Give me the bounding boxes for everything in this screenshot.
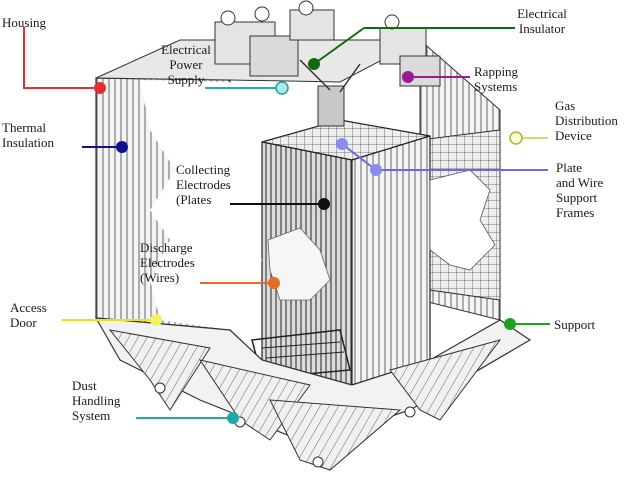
leaders bbox=[23, 27, 550, 424]
label-thermal-insulation: Thermal Insulation bbox=[2, 120, 54, 150]
leader-insulator bbox=[313, 27, 365, 65]
marker-rapping bbox=[402, 71, 414, 83]
marker-support bbox=[504, 318, 516, 330]
label-housing: Housing bbox=[2, 15, 47, 30]
marker-discharge bbox=[268, 277, 280, 289]
label-access-door: Access Door bbox=[10, 300, 47, 330]
marker-gas bbox=[509, 131, 523, 145]
marker-thermal bbox=[116, 141, 128, 153]
hoppers bbox=[94, 317, 532, 471]
label-gas-distribution-device: Gas Distribution Device bbox=[555, 98, 618, 143]
label-collecting-electrodes: Collecting Electrodes (Plates bbox=[176, 162, 231, 207]
label-rapping-systems: Rapping Systems bbox=[474, 64, 519, 94]
cutaway bbox=[140, 80, 496, 330]
label-plate-and-wire-support-frames: Plate and Wire Support Frames bbox=[556, 160, 604, 220]
marker-support-frames-b bbox=[370, 164, 382, 176]
label-electrical-power-supply: Electrical Power Supply bbox=[161, 42, 211, 87]
marker-access-door bbox=[150, 314, 162, 326]
label-electrical-insulator: Electrical Insulator bbox=[517, 6, 567, 36]
label-support: Support bbox=[554, 317, 596, 332]
marker-collecting bbox=[318, 198, 330, 210]
marker-insulator bbox=[308, 58, 320, 70]
marker-power-supply bbox=[275, 81, 289, 95]
leader-housing bbox=[23, 27, 100, 89]
marker-housing bbox=[94, 82, 106, 94]
leader-support-frames-a bbox=[341, 143, 377, 171]
label-discharge-electrodes: Discharge Electrodes (Wires) bbox=[140, 240, 195, 285]
top-equipment bbox=[214, 0, 441, 127]
marker-support-frames-a bbox=[336, 138, 348, 150]
marker-dust bbox=[227, 412, 239, 424]
label-dust-handling-system: Dust Handling System bbox=[72, 378, 121, 423]
